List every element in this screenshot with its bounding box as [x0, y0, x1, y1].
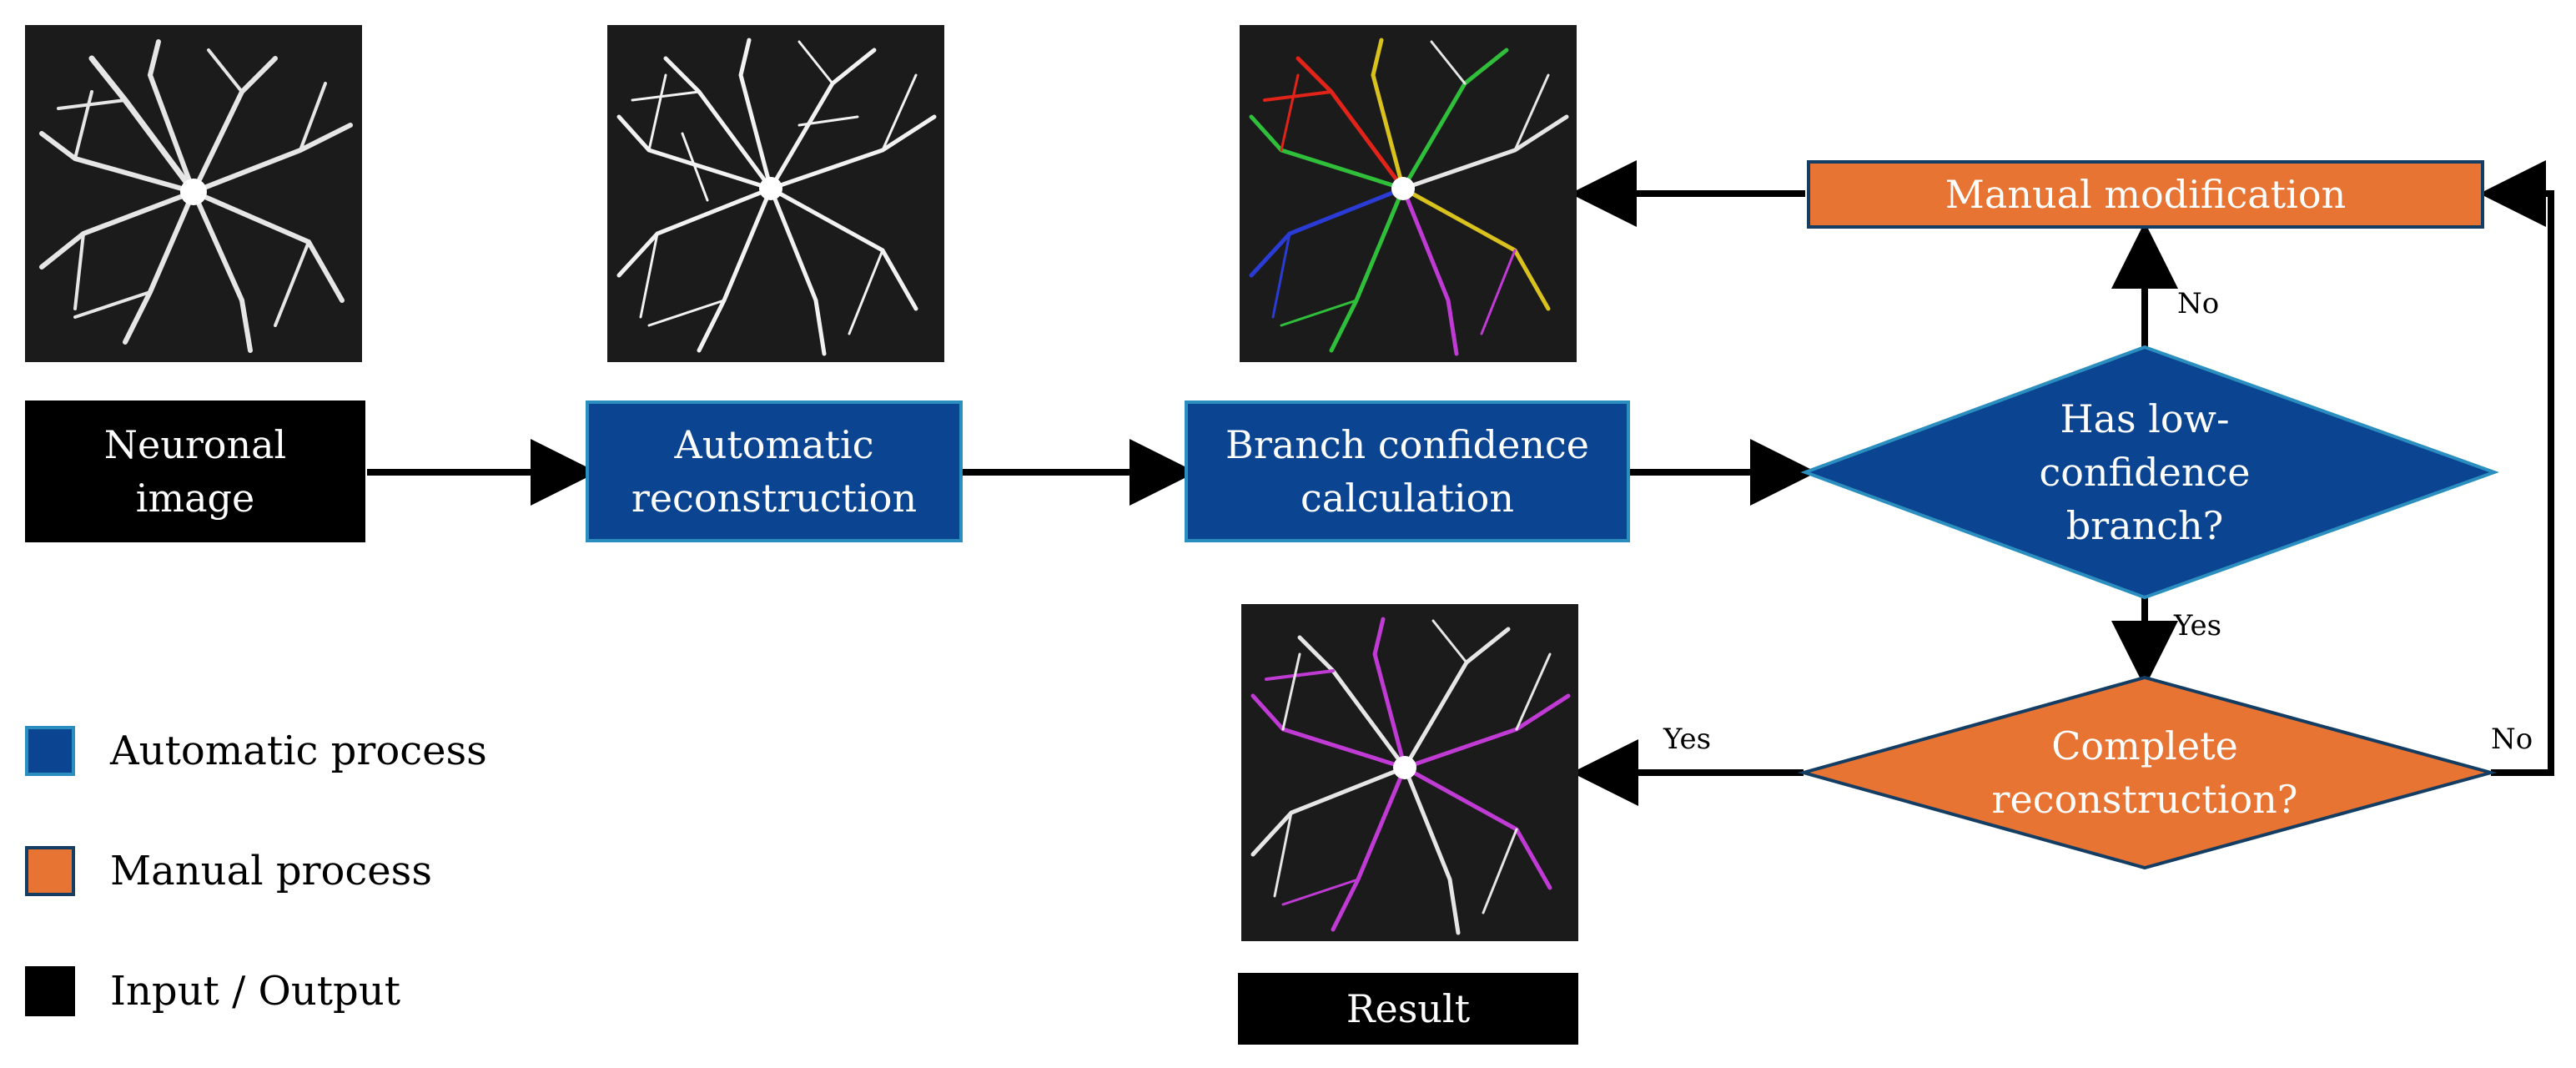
edge-label-no-loop: No: [2491, 723, 2533, 756]
neuronal-image-node: Neuronal image: [25, 400, 365, 542]
legend-io-label: Input / Output: [110, 968, 400, 1015]
legend-manual-label: Manual process: [110, 848, 432, 894]
low-confidence-diamond: [1800, 345, 2499, 600]
edge-label-yes-down: Yes: [2174, 609, 2222, 642]
legend-io-swatch: [25, 966, 75, 1016]
result-node: Result: [1238, 973, 1578, 1045]
neuron-confidence-image: [1240, 25, 1577, 362]
complete-diamond: [1797, 675, 2498, 870]
complete-decision-label: Complete reconstruction?: [1991, 723, 2298, 822]
legend-automatic-label: Automatic process: [110, 728, 487, 774]
low-confidence-decision-label: Has low- confidence branch?: [2039, 396, 2251, 548]
arrow-complete-loop-to-modification: [2479, 160, 2554, 776]
edge-label-yes-left: Yes: [1663, 723, 1712, 756]
neuron-result-image: [1241, 604, 1578, 941]
automatic-reconstruction-node: Automatic reconstruction: [586, 400, 963, 542]
branch-confidence-node: Branch confidence calculation: [1185, 400, 1630, 542]
legend-automatic-swatch: [25, 726, 75, 776]
manual-modification-node: Manual modification: [1807, 160, 2484, 229]
neuron-raw-image: [25, 25, 362, 362]
neuron-reconstruction-image: [607, 25, 944, 362]
edge-label-no-up: No: [2177, 287, 2220, 320]
legend-manual-swatch: [25, 846, 75, 896]
